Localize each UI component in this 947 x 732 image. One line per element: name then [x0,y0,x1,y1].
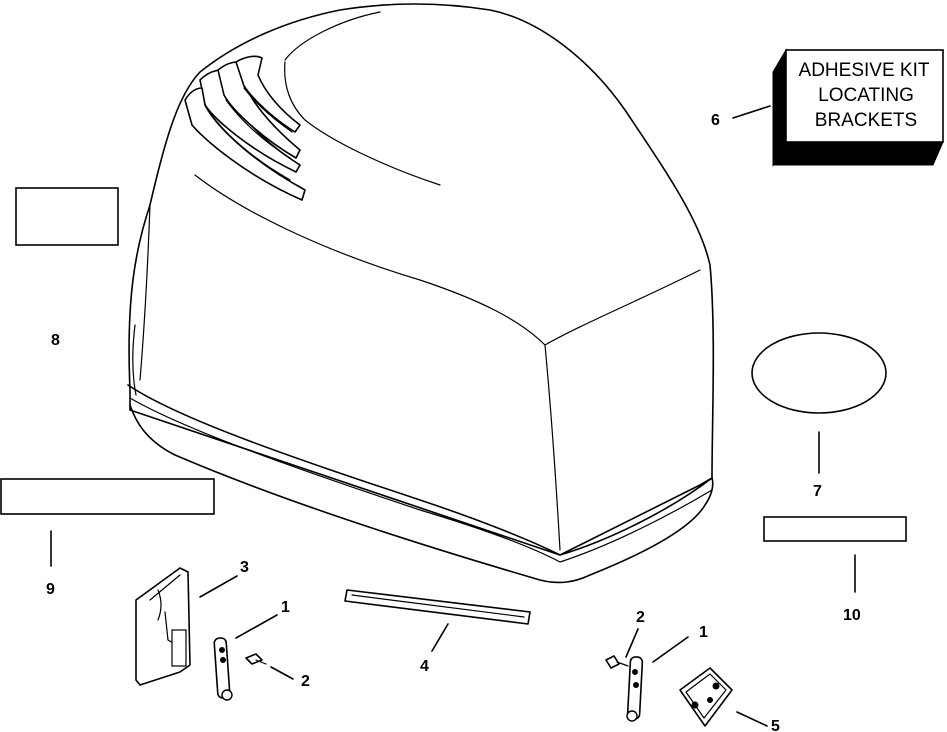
callout-7: 7 [813,483,822,500]
part-5-plate [679,667,733,727]
kit-line-1: ADHESIVE KIT [799,60,930,81]
leader-2a [270,666,294,680]
leader-4 [431,623,449,652]
callout-4: 4 [420,658,429,675]
leader-6 [732,105,771,119]
callout-5: 5 [771,718,780,732]
kit-line-2: LOCATING [818,85,914,106]
callout-2b: 2 [636,609,645,626]
part-4-seal [344,589,531,625]
callout-8: 8 [51,332,60,349]
callout-1b: 1 [699,624,708,641]
decal-8 [15,187,119,246]
callout-1a: 1 [281,599,290,616]
top-cowl [127,3,715,584]
callout-6: 6 [711,112,720,129]
part-2-screw-left [245,653,267,665]
callout-2a: 2 [301,673,310,690]
callout-9: 9 [46,581,55,598]
part-1-strap-right [626,656,644,722]
decal-9 [0,478,215,515]
part-3-bracket [135,567,191,686]
callout-3: 3 [240,559,249,576]
kit-line-3: BRACKETS [815,110,917,131]
adhesive-kit-box: ADHESIVE KIT LOCATING BRACKETS [772,48,944,167]
leader-1b [652,636,689,663]
leader-1a [235,614,278,639]
part-1-strap-left [213,637,233,701]
callout-10: 10 [843,607,861,624]
decal-10 [763,516,907,542]
part-2-screw-right [605,655,629,669]
leader-2b [625,628,639,658]
leader-3 [199,575,238,598]
leader-5 [736,711,768,727]
decal-7 [751,332,887,414]
